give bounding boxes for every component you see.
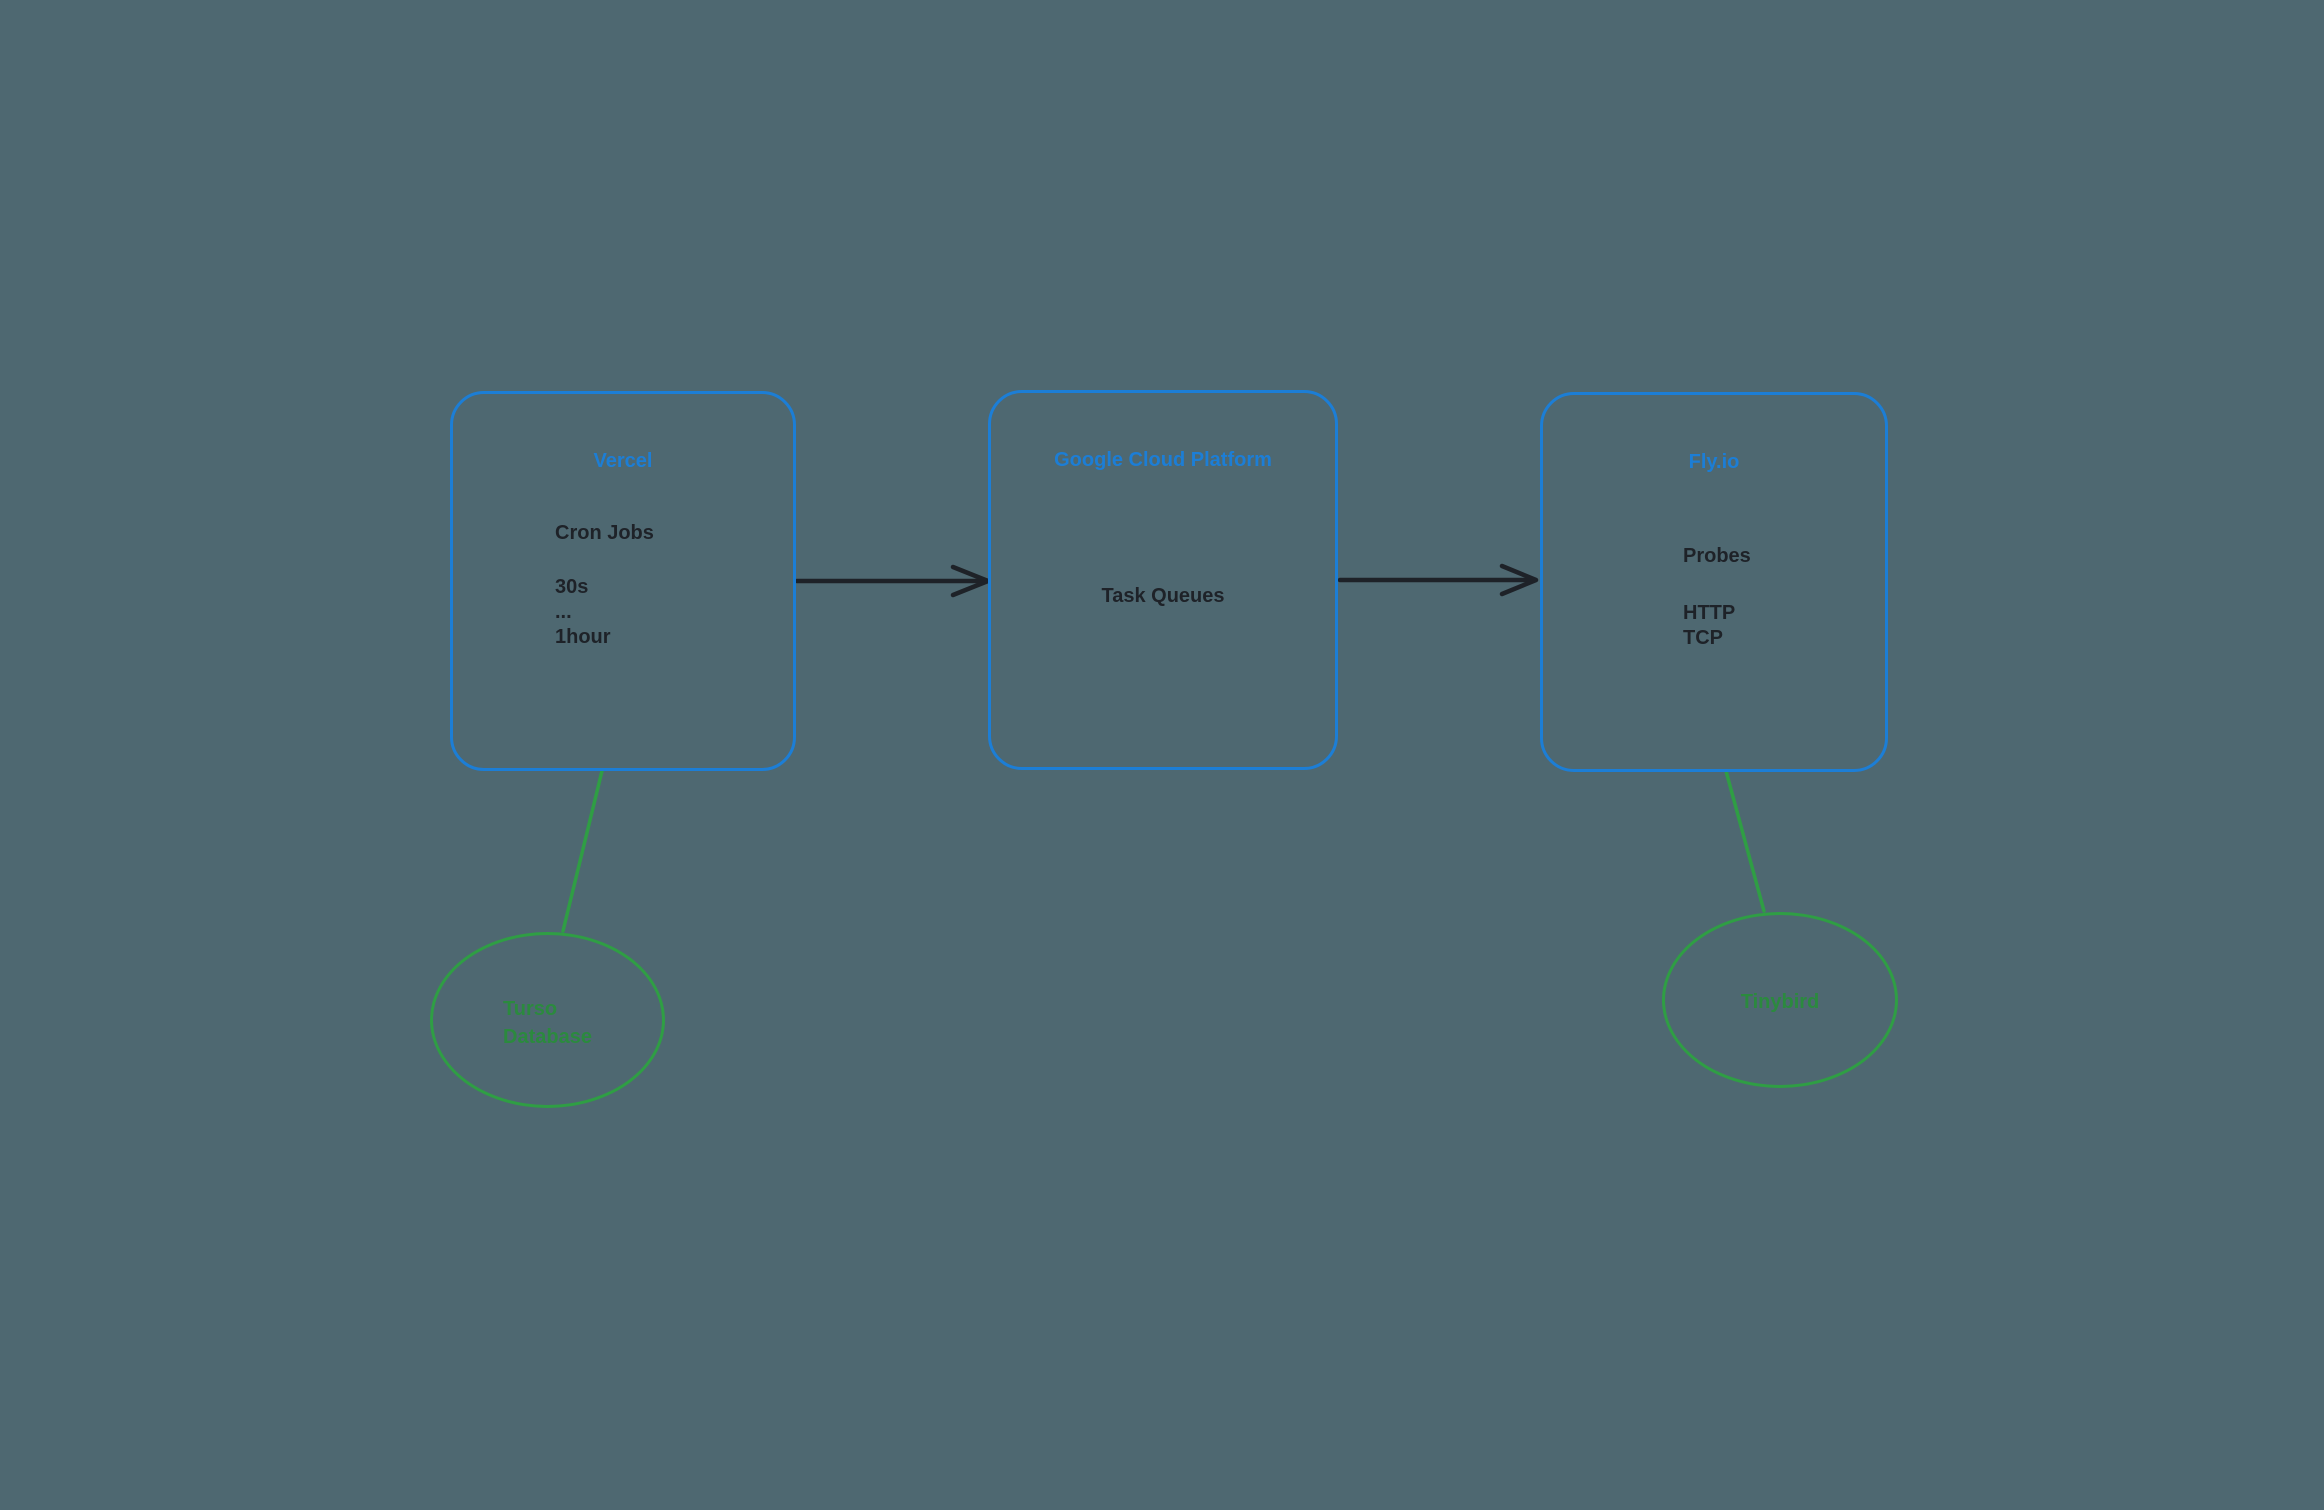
node-google-cloud-platform[interactable]: Google Cloud Platform Task Queues (988, 390, 1338, 770)
tinybird-label: Tinybird (1740, 991, 1820, 1013)
node-flyio-text-probes: Probes (1683, 545, 1751, 567)
node-flyio-text-protocols: HTTP TCP (1683, 602, 1736, 649)
node-vercel-text-cron-jobs: Cron Jobs (555, 522, 654, 544)
ellipse-tinybird[interactable]: Tinybird (1662, 912, 1898, 1088)
node-vercel-title: Vercel (593, 450, 653, 472)
connector-vercel-to-turso[interactable] (561, 769, 604, 933)
node-gcp-text-task-queues: Task Queues (1101, 585, 1225, 607)
connector-flyio-to-tinybird[interactable] (1724, 769, 1766, 913)
node-vercel-text-intervals: 30s ... 1hour (555, 576, 611, 648)
node-gcp-title: Google Cloud Platform (1054, 449, 1272, 471)
ellipse-turso-database[interactable]: Turso Database (430, 932, 665, 1108)
node-flyio[interactable]: Fly.io Probes HTTP TCP (1540, 392, 1888, 772)
node-flyio-title: Fly.io (1688, 451, 1740, 473)
turso-database-label: Turso Database (503, 998, 592, 1048)
arrow-vercel-to-gcp[interactable] (794, 564, 991, 598)
node-vercel[interactable]: Vercel Cron Jobs 30s ... 1hour (450, 391, 796, 771)
arrow-gcp-to-flyio[interactable] (1337, 563, 1539, 597)
